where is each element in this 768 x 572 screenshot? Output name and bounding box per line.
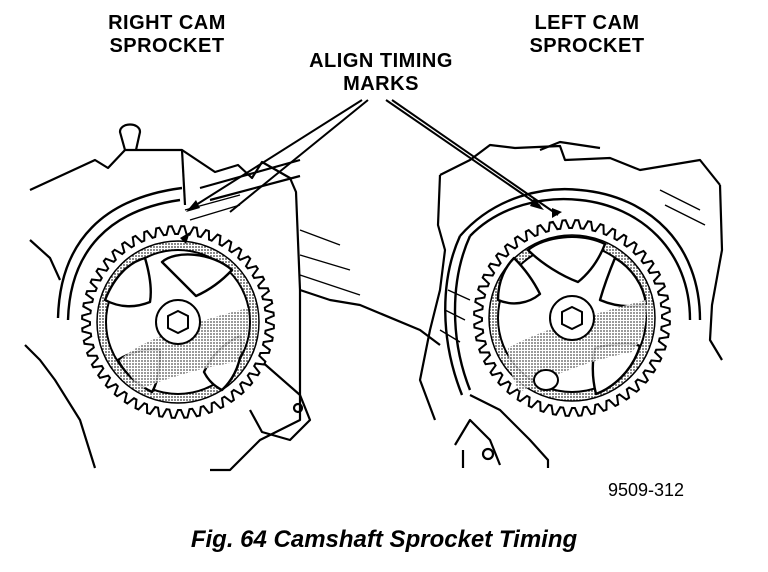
left-sprocket-pin xyxy=(533,369,559,391)
align-timing-marks-label: ALIGN TIMING MARKS xyxy=(309,50,453,95)
leader-arrowheads xyxy=(186,198,544,212)
left-sprocket-bolt xyxy=(561,305,583,331)
right-bank-housing xyxy=(24,123,441,472)
left-cam-sprocket xyxy=(473,208,671,417)
right-cam-sprocket xyxy=(81,225,275,419)
right-cam-sprocket-label: RIGHT CAM SPROCKET xyxy=(108,12,226,57)
timing-leader-lines xyxy=(187,99,559,216)
right-sprocket-bolt xyxy=(167,309,189,335)
left-sprocket-shading xyxy=(508,300,647,392)
left-cam-sprocket-label: LEFT CAM SPROCKET xyxy=(529,12,645,57)
right-timing-mark xyxy=(180,232,190,244)
left-timing-mark xyxy=(552,208,562,218)
figure-number: 9509-312 xyxy=(608,480,685,500)
right-timing-belt xyxy=(56,186,183,321)
left-timing-belt xyxy=(444,188,702,396)
right-bank-hatching xyxy=(184,194,361,296)
figure-caption: Fig. 64 Camshaft Sprocket Timing xyxy=(190,526,578,553)
right-sprocket-shading xyxy=(120,308,249,390)
left-bank-housing xyxy=(418,140,724,468)
